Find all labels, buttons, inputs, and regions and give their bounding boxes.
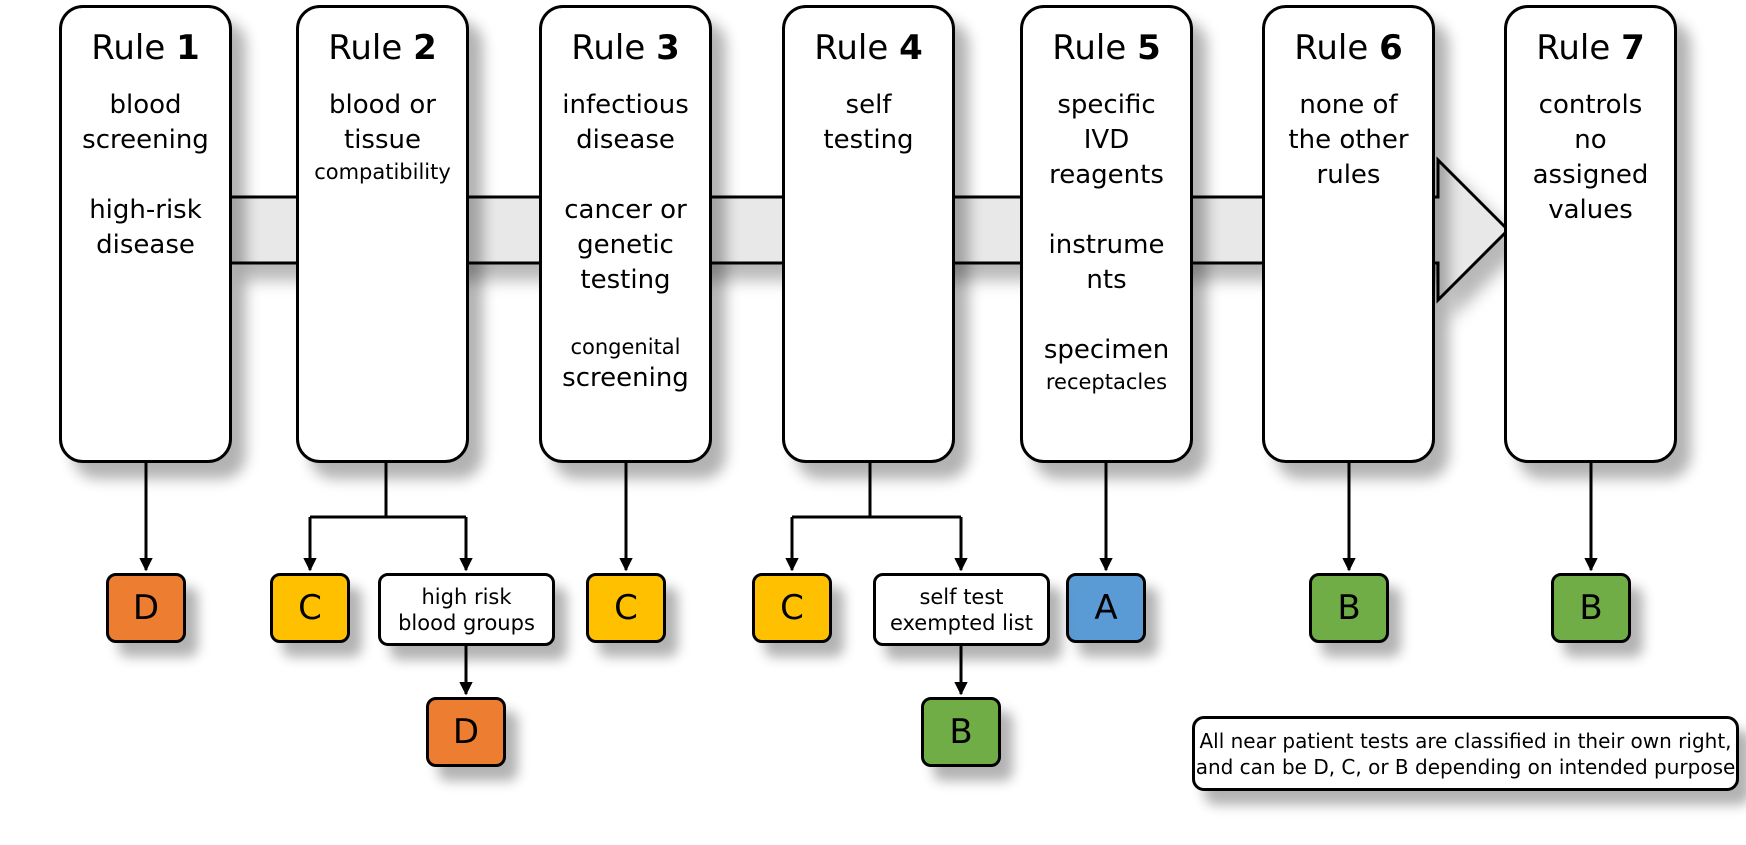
rule-5-criterion: receptacles	[1045, 370, 1168, 394]
rule-1-box: Rule 1 blood screening high-risk disease	[59, 5, 232, 463]
rule-2-exception-note: high risk blood groups	[378, 573, 555, 646]
class-badge-rule6-b: B	[1309, 573, 1389, 643]
rule-6-criteria: none of the other rules	[1265, 88, 1432, 193]
rule-4-criterion: self testing	[823, 90, 914, 155]
rule-7-criteria: controls no assigned values	[1507, 88, 1674, 228]
rule-2-criterion: blood or tissue	[329, 90, 436, 155]
rule-1-criterion: blood screening	[82, 90, 209, 155]
rule-6-criterion: none of the other rules	[1288, 90, 1409, 190]
rule-3-criteria: infectious disease cancer or genetic test…	[542, 88, 709, 396]
class-badge-rule3-c: C	[586, 573, 666, 643]
rule-3-criterion: infectious disease	[562, 90, 689, 155]
class-badge-rule2-d: D	[426, 697, 506, 767]
rule-2-criterion: compatibility	[314, 160, 451, 184]
rule-7-criterion: controls no assigned values	[1532, 90, 1649, 225]
rule-3-criterion: screening	[562, 363, 689, 393]
class-badge-rule4-c: C	[752, 573, 832, 643]
rule-3-criterion: congenital	[570, 335, 681, 359]
rule-5-criterion: instrume nts	[1048, 230, 1165, 295]
rule-3-criterion: cancer or genetic testing	[564, 195, 687, 295]
rule-5-criterion: specific IVD reagents	[1049, 90, 1164, 190]
rule-2-box: Rule 2 blood or tissue compatibility	[296, 5, 469, 463]
class-badge-rule2-c: C	[270, 573, 350, 643]
rule-7-title: Rule 7	[1536, 28, 1645, 68]
rule-1-title: Rule 1	[91, 28, 200, 68]
near-patient-tests-footnote: All near patient tests are classified in…	[1192, 716, 1739, 791]
class-badge-rule4-b: B	[921, 697, 1001, 767]
rule-3-box: Rule 3 infectious disease cancer or genet…	[539, 5, 712, 463]
rule-2-title: Rule 2	[328, 28, 437, 68]
rule-4-title: Rule 4	[814, 28, 923, 68]
rule-2-criteria: blood or tissue compatibility	[299, 88, 466, 186]
rule-5-criterion: specimen	[1043, 335, 1170, 365]
rule-5-title: Rule 5	[1052, 28, 1161, 68]
rule-1-criterion: high-risk disease	[89, 195, 202, 260]
class-badge-rule1-d: D	[106, 573, 186, 643]
rule-6-title: Rule 6	[1294, 28, 1403, 68]
rule-3-title: Rule 3	[571, 28, 680, 68]
class-badge-rule5-a: A	[1066, 573, 1146, 643]
rule-6-box: Rule 6 none of the other rules	[1262, 5, 1435, 463]
rule-4-criteria: self testing	[785, 88, 952, 158]
rule-5-criteria: specific IVD reagents instrume nts specime…	[1023, 88, 1190, 396]
rule-4-exception-note: self test exempted list	[873, 573, 1050, 646]
class-badge-rule7-b: B	[1551, 573, 1631, 643]
rule-4-box: Rule 4 self testing	[782, 5, 955, 463]
rule-1-criteria: blood screening high-risk disease	[62, 88, 229, 263]
rule-5-box: Rule 5 specific IVD reagents instrume nts…	[1020, 5, 1193, 463]
rule-7-box: Rule 7 controls no assigned values	[1504, 5, 1677, 463]
